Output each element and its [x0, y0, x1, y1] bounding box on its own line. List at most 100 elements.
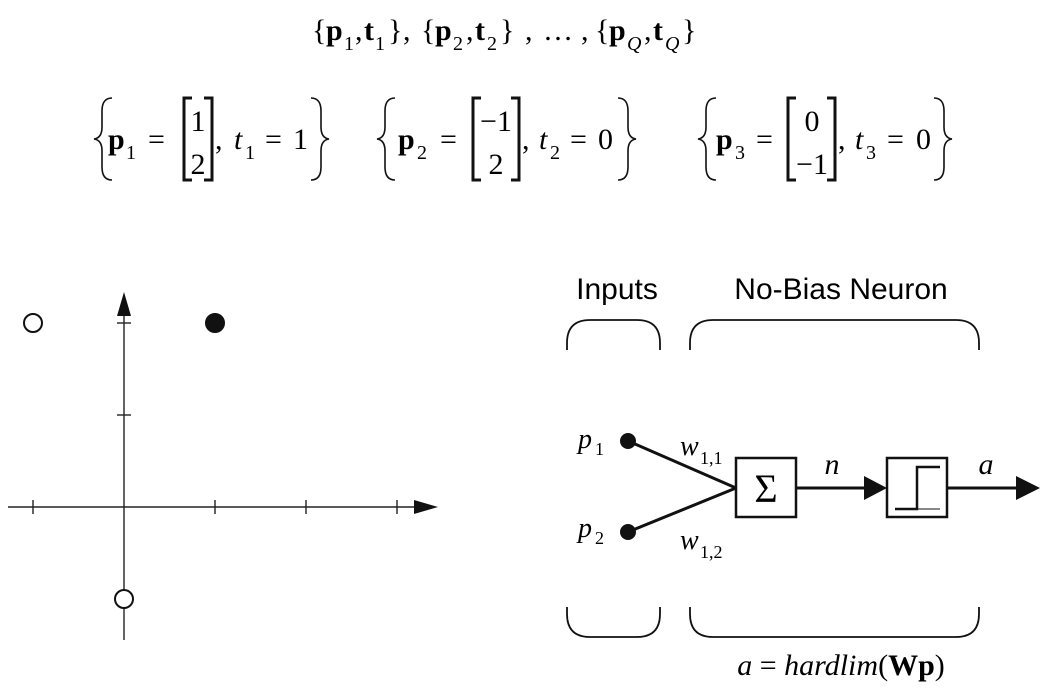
p-symbol-1: p [326, 14, 343, 47]
left-bracket [182, 96, 192, 182]
example-2: p 2 = −1 2 , t 2 = 0 [376, 96, 637, 182]
w12-symbol: w [680, 525, 699, 556]
inputs-top-bracket [566, 319, 661, 350]
t-symbol: t [539, 123, 548, 156]
p-symbol: p [398, 123, 415, 156]
comma: , [215, 123, 223, 156]
left-brace [697, 97, 717, 181]
t-symbol: t [234, 123, 243, 156]
p1-subscript: 1 [595, 439, 604, 459]
inputs-label: Inputs [576, 273, 658, 306]
brace-open-2: { [421, 14, 435, 47]
right-brace [617, 97, 637, 181]
brace-close-1: } [388, 14, 402, 47]
eq-close-paren: ) [935, 649, 945, 682]
sigma-icon: Σ [754, 466, 777, 511]
comma-4: , [525, 14, 533, 47]
t-symbol-2: t [475, 14, 485, 47]
equals-sign: = [570, 123, 587, 156]
comma: , [838, 123, 846, 156]
equals-sign: = [440, 123, 457, 156]
example-1: p 1 = 1 2 , t 1 = 1 [93, 96, 330, 182]
equals-sign: = [148, 123, 165, 156]
target-value: 0 [598, 123, 613, 156]
weight-line-2 [627, 486, 737, 534]
target-value: 1 [293, 123, 308, 156]
p-sub-Q: Q [627, 33, 642, 55]
comma-3: , [466, 14, 474, 47]
w11-symbol: w [680, 431, 699, 462]
w11-subscript: 1,1 [700, 448, 723, 468]
right-bracket [827, 96, 837, 182]
right-bracket [204, 96, 214, 182]
network-diagram: Inputs No-Bias Neuron p 1 p 2 w 1,1 w 1,… [566, 273, 1040, 682]
inputs-bottom-bracket [566, 607, 661, 638]
neuron-top-bracket [689, 319, 980, 350]
w12-subscript: 1,2 [700, 542, 723, 562]
step-function-icon [895, 465, 940, 511]
weight-line-1 [627, 439, 737, 490]
vector-top: −1 [480, 105, 512, 138]
example-3: p 3 = 0 −1 , t 3 = 0 [697, 96, 953, 182]
eq-function: hardlim [784, 649, 878, 682]
p-subscript: 2 [417, 142, 427, 164]
input-space-plot [8, 292, 438, 640]
t-subscript: 3 [866, 142, 876, 164]
t-sub-1: 1 [375, 33, 385, 55]
point-target-1 [205, 313, 225, 333]
left-bracket [471, 96, 481, 182]
x-axis-arrow [414, 500, 438, 514]
right-brace [310, 97, 330, 181]
t-sub-Q: Q [665, 33, 680, 55]
eq-equals: = [760, 649, 777, 682]
left-brace [376, 97, 396, 181]
data-points [23, 313, 225, 609]
brace-open-1: { [312, 14, 326, 47]
vector-top: 1 [191, 105, 206, 138]
p-symbol: p [108, 123, 125, 156]
brace-open-Q: { [595, 14, 609, 47]
vector-bottom: 2 [191, 148, 206, 181]
right-bracket [511, 96, 521, 182]
eq-weight-matrix: W [888, 649, 918, 682]
left-brace [93, 97, 113, 181]
t-symbol-1: t [364, 14, 374, 47]
p-symbol-2: p [435, 14, 452, 47]
p-subscript: 1 [126, 142, 136, 164]
p-sub-1: 1 [344, 33, 354, 55]
summation-block [734, 456, 798, 519]
neuron-bottom-bracket [689, 607, 980, 638]
left-bracket [786, 96, 796, 182]
t-sub-2: 2 [487, 33, 497, 55]
comma-6: , [644, 14, 652, 47]
t-subscript: 1 [245, 142, 255, 164]
right-brace [933, 97, 953, 181]
n-label: n [825, 448, 840, 481]
neuron-label: No-Bias Neuron [734, 273, 947, 306]
comma-5: , [581, 14, 589, 47]
y-axis-arrow [117, 292, 131, 316]
a-arrowhead [1016, 476, 1040, 500]
point-target-0 [23, 313, 43, 333]
eq-input-vector: p [918, 649, 935, 682]
brace-close-2: } [500, 14, 514, 47]
p-symbol: p [716, 123, 733, 156]
neuron-equation: a = hardlim(Wp) [737, 649, 945, 682]
p2-subscript: 2 [595, 528, 604, 548]
training-set-expression: { p 1 , t 1 } , { p 2 , t 2 } , … , { p … [312, 14, 696, 55]
comma-2: , [403, 14, 411, 47]
vector-top: 0 [805, 105, 820, 138]
t-symbol-Q: t [653, 14, 663, 47]
vector-bottom: −1 [796, 148, 828, 181]
target-value: 0 [916, 123, 931, 156]
comma: , [522, 123, 530, 156]
axis-ticks [32, 322, 398, 514]
point-target-0 [114, 589, 134, 609]
n-arrowhead [864, 476, 887, 500]
t-symbol: t [855, 123, 864, 156]
p-subscript: 3 [735, 142, 745, 164]
vector-bottom: 2 [489, 148, 504, 181]
equals-sign: = [265, 123, 282, 156]
eq-open-paren: ( [878, 649, 888, 682]
comma-1: , [355, 14, 363, 47]
